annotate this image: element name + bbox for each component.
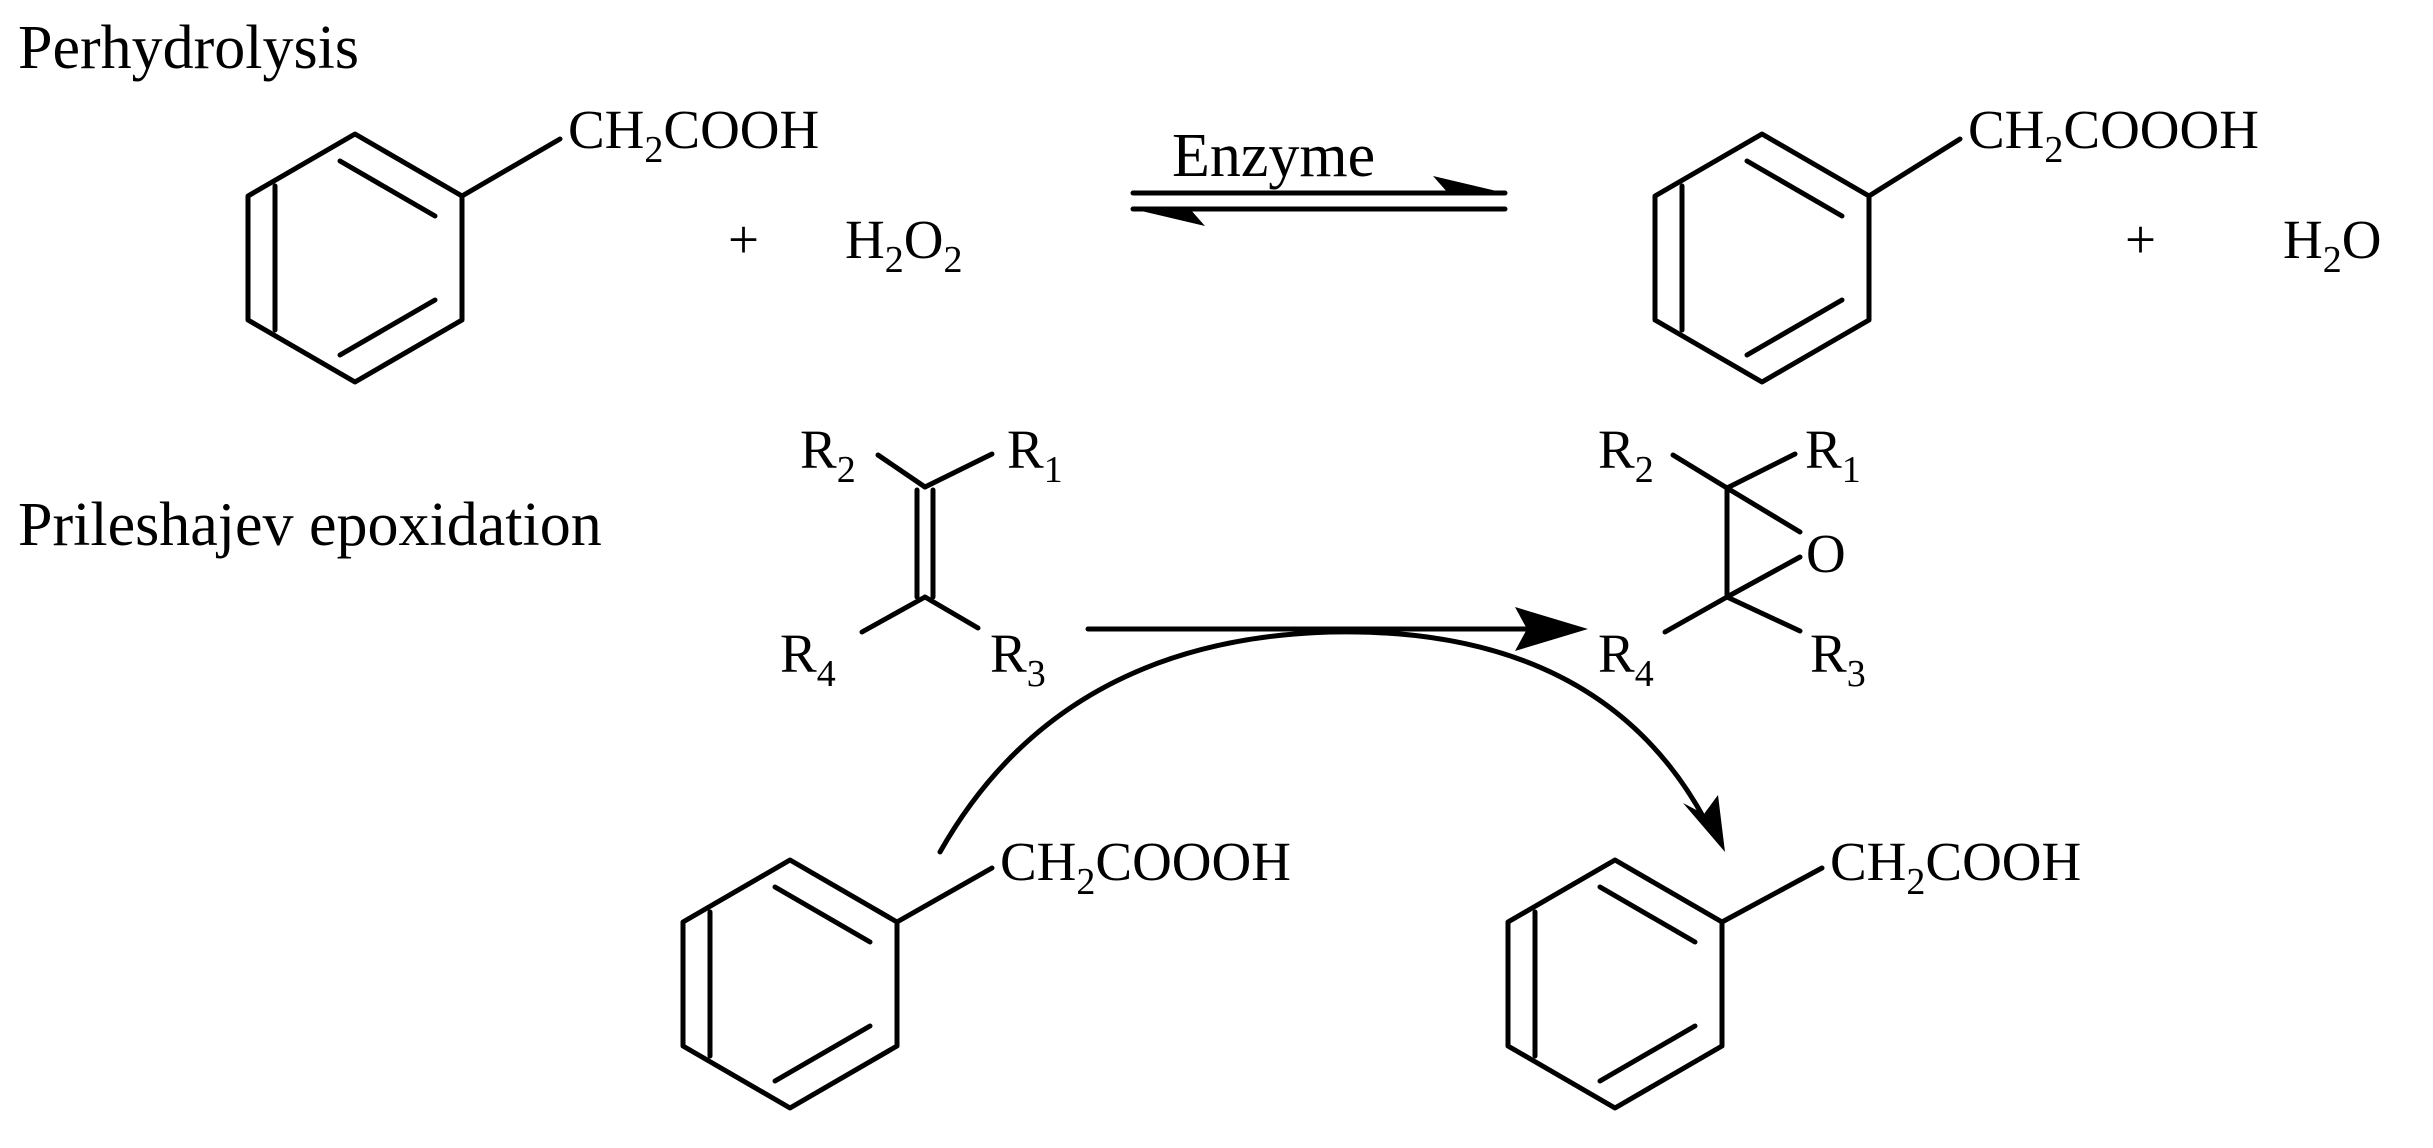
reverse-half-arrowhead	[1133, 209, 1205, 226]
water: H2O	[2283, 209, 2381, 281]
epoxide-r1: R1	[1805, 419, 1861, 491]
curve	[937, 629, 1708, 855]
benzene-ring	[683, 860, 897, 1108]
phenylperacetic-acid-product: CH2COOOH	[1655, 99, 2259, 382]
ch2coooh-label: CH2COOOH	[1000, 831, 1291, 903]
ch2cooh-label: CH2COOH	[1830, 831, 2081, 903]
forward-half-arrowhead	[1433, 176, 1505, 193]
upper-c-o-bond	[1724, 485, 1803, 535]
epoxide-r2: R2	[1598, 419, 1654, 491]
alkene-r1: R1	[1007, 419, 1063, 491]
ch2cooh-label: CH2COOH	[568, 99, 819, 171]
curve-arrowhead	[1683, 795, 1725, 852]
alkene-reactant: R2 R1 R4 R3	[780, 419, 1063, 695]
side-chain-bond	[1719, 865, 1825, 925]
side-chain-bond	[894, 865, 995, 925]
heading-perhydrolysis: Perhydrolysis	[18, 14, 359, 82]
bond-r4	[859, 594, 928, 635]
bond-r3	[1724, 594, 1803, 634]
bond-r2	[875, 452, 928, 490]
ch2coooh-label: CH2COOOH	[1968, 99, 2259, 171]
alkene-r3: R3	[990, 623, 1046, 695]
bond-r2	[1670, 452, 1730, 491]
reaction-arrow	[1085, 607, 1588, 651]
phenylacetic-acid-byproduct: CH2COOH	[1508, 831, 2081, 1108]
plus-sign: +	[728, 209, 759, 270]
bond-r4	[1662, 594, 1730, 635]
arrowhead	[1515, 607, 1588, 651]
benzene-ring	[248, 134, 462, 382]
hydrogen-peroxide: H2O2	[845, 209, 962, 281]
bond-r1	[1724, 451, 1798, 491]
benzene-ring	[1508, 860, 1722, 1108]
heading-prileshajev-epoxidation: Prileshajev epoxidation	[18, 491, 602, 559]
enzyme-label: Enzyme	[1172, 122, 1375, 190]
lower-c-o-bond	[1724, 554, 1803, 600]
phenylperacetic-acid-oxidant: CH2COOOH	[683, 831, 1291, 1108]
epoxide-oxygen: O	[1806, 523, 1846, 584]
benzene-ring	[1655, 134, 1869, 382]
bond-r1	[922, 451, 995, 490]
epoxide-product: R2 R1 R4 R3 O	[1598, 419, 1866, 695]
epoxide-r4: R4	[1598, 623, 1654, 695]
side-chain-bond	[459, 136, 563, 199]
side-chain-bond	[1866, 136, 1963, 199]
plus-sign: +	[2125, 209, 2156, 270]
alkene-r2: R2	[800, 419, 856, 491]
equilibrium-arrow: Enzyme	[1130, 122, 1508, 226]
phenylacetic-acid-reactant: CH2COOH	[248, 99, 819, 382]
alkene-r4: R4	[780, 623, 836, 695]
curved-transfer-arrow	[937, 629, 1725, 855]
epoxide-r3: R3	[1810, 623, 1866, 695]
bond-r3	[922, 594, 981, 631]
